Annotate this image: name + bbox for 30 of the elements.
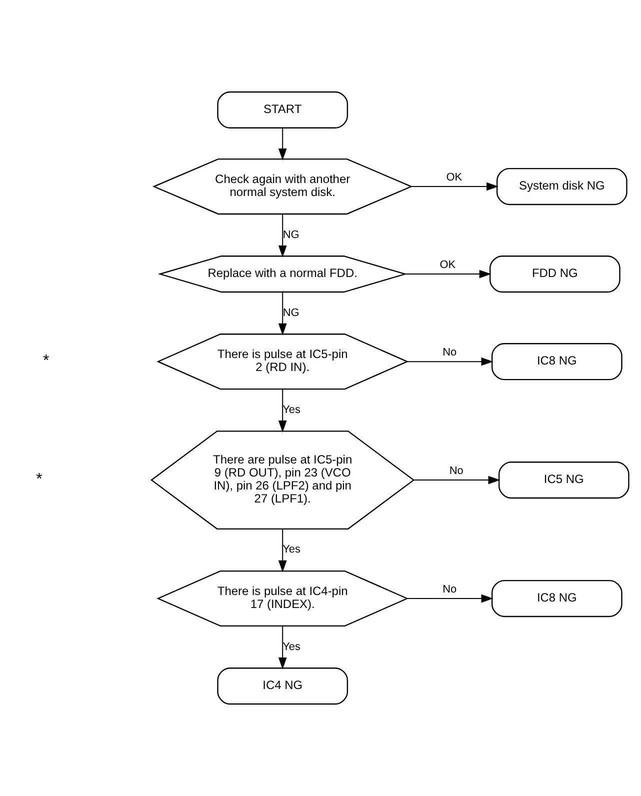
arrow xyxy=(405,270,492,278)
arrow xyxy=(278,528,287,572)
arrow xyxy=(406,594,494,603)
node-box: IC8 NG xyxy=(491,580,622,618)
edge-label: No xyxy=(449,464,464,477)
arrow xyxy=(278,626,287,670)
edge-label: Yes xyxy=(282,404,301,416)
arrow xyxy=(413,476,500,484)
arrow xyxy=(406,357,494,366)
edge-label: Yes xyxy=(282,544,301,556)
edge-label: No xyxy=(442,346,457,358)
edge-label: NG xyxy=(282,306,300,319)
edge-label: OK xyxy=(440,258,456,271)
node-box: FDD NG xyxy=(489,256,620,293)
edge-label: OK xyxy=(446,171,462,184)
node-box: START xyxy=(217,91,348,128)
arrow xyxy=(411,182,498,191)
edge-label: NG xyxy=(282,228,300,241)
edge-label: Yes xyxy=(282,640,301,653)
node-box: System disk NG xyxy=(496,168,628,206)
label: * xyxy=(36,470,42,488)
arrow xyxy=(278,292,287,336)
edge-label: No xyxy=(442,583,457,596)
arrow xyxy=(278,214,287,258)
node-box: IC8 NG xyxy=(491,343,622,380)
arrow xyxy=(278,388,287,432)
arrow xyxy=(278,128,287,160)
node-box: IC4 NG xyxy=(217,668,348,705)
label: * xyxy=(43,352,50,370)
node-box: IC5 NG xyxy=(498,462,630,499)
